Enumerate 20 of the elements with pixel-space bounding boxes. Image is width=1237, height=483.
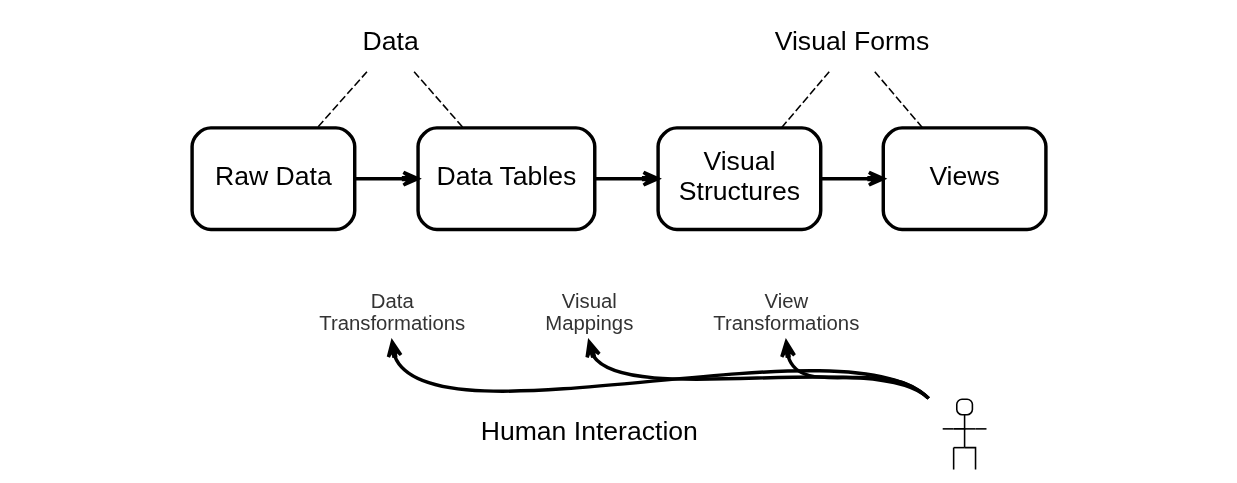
arrow [594,170,659,187]
connector [873,70,923,128]
node-box: Visual Structures [655,125,822,231]
node-text: Visual Mappings [544,289,633,334]
arrow [386,339,929,400]
arrow [820,170,885,187]
arrow [584,339,930,400]
node-text: Data Transformations [318,289,465,334]
node-text: Data [362,25,419,56]
arrow [354,170,419,187]
arrow [779,339,930,400]
node-box: Views [881,125,1048,231]
node-text: View Transformations [712,289,859,334]
label: Human Interaction [480,415,698,446]
node-box: Raw Data [189,125,356,231]
connector [412,70,464,128]
node-box: Data Tables [415,125,596,231]
node-text: Visual Forms [774,25,929,56]
connector [316,70,368,128]
connector [780,70,830,128]
